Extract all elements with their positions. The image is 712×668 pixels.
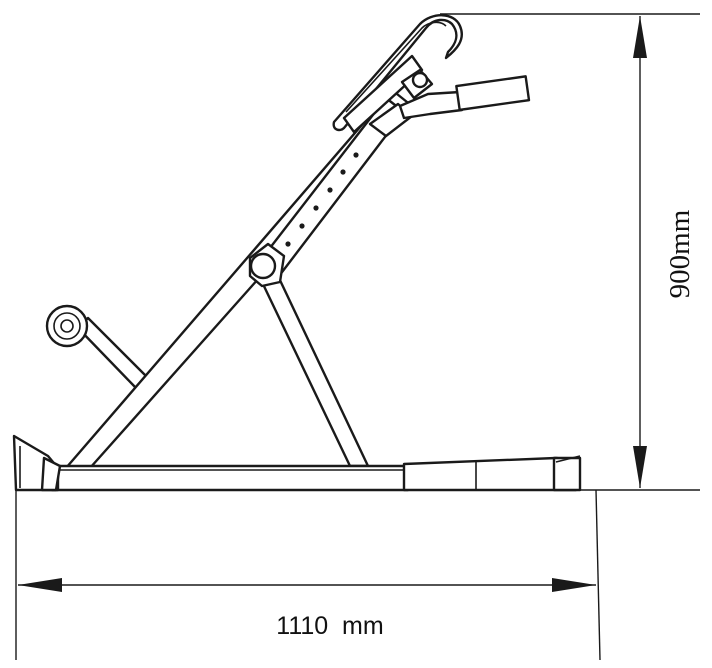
bench-structure [12,14,582,492]
base-front-extension [402,456,578,492]
width-right-extension-line [595,489,601,661]
height-dimension-label: 900mm [664,209,696,299]
foot-roller-hub [60,319,74,333]
height-arrow-bottom [633,446,647,488]
adjust-hole-4 [313,205,319,211]
width-arrow-left [18,578,62,592]
pivot-knob [249,252,277,280]
rear-cap-bracket [40,456,62,492]
thigh-pad-inner [345,21,447,113]
rear-support-leg [260,274,370,468]
front-stabilizer-top [555,455,581,463]
adjust-hole-5 [299,223,305,229]
foot-roller-arm [76,316,148,390]
height-arrow-top [633,16,647,58]
adjust-hole-1 [353,152,359,158]
handle-bar [398,90,464,120]
adjust-hole-6 [285,241,291,247]
pad-support-plate [342,54,424,134]
foot-roller-ring [53,312,81,340]
adjust-hole-3 [327,187,333,193]
foot-roller-outer [45,304,89,348]
front-stabilizer [552,456,582,492]
handle-grip [455,75,531,112]
width-dimension-label: 1110 mm [276,612,384,640]
adjust-hole-2 [340,169,346,175]
handle-knob [411,71,429,89]
width-arrow-right [552,578,596,592]
